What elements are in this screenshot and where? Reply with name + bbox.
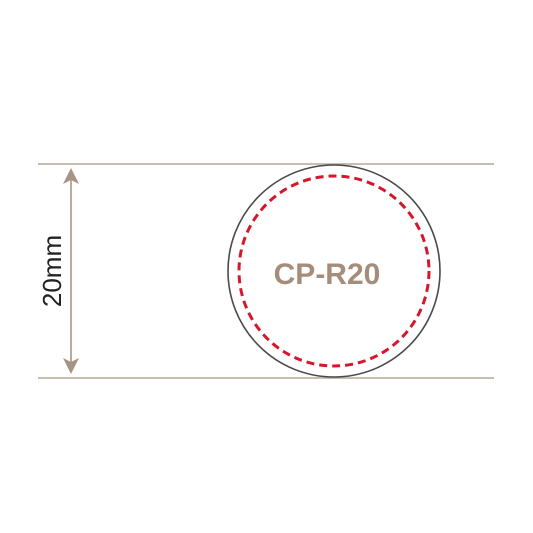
cut-line-circle [237, 174, 431, 368]
product-label: CP-R20 [274, 258, 381, 291]
dimension-label: 20mm [37, 235, 67, 307]
arrow-head-down-icon [63, 358, 79, 374]
arrow-head-up-icon [63, 168, 79, 184]
outer-circle [227, 164, 441, 378]
dimension-arrow [63, 168, 79, 374]
